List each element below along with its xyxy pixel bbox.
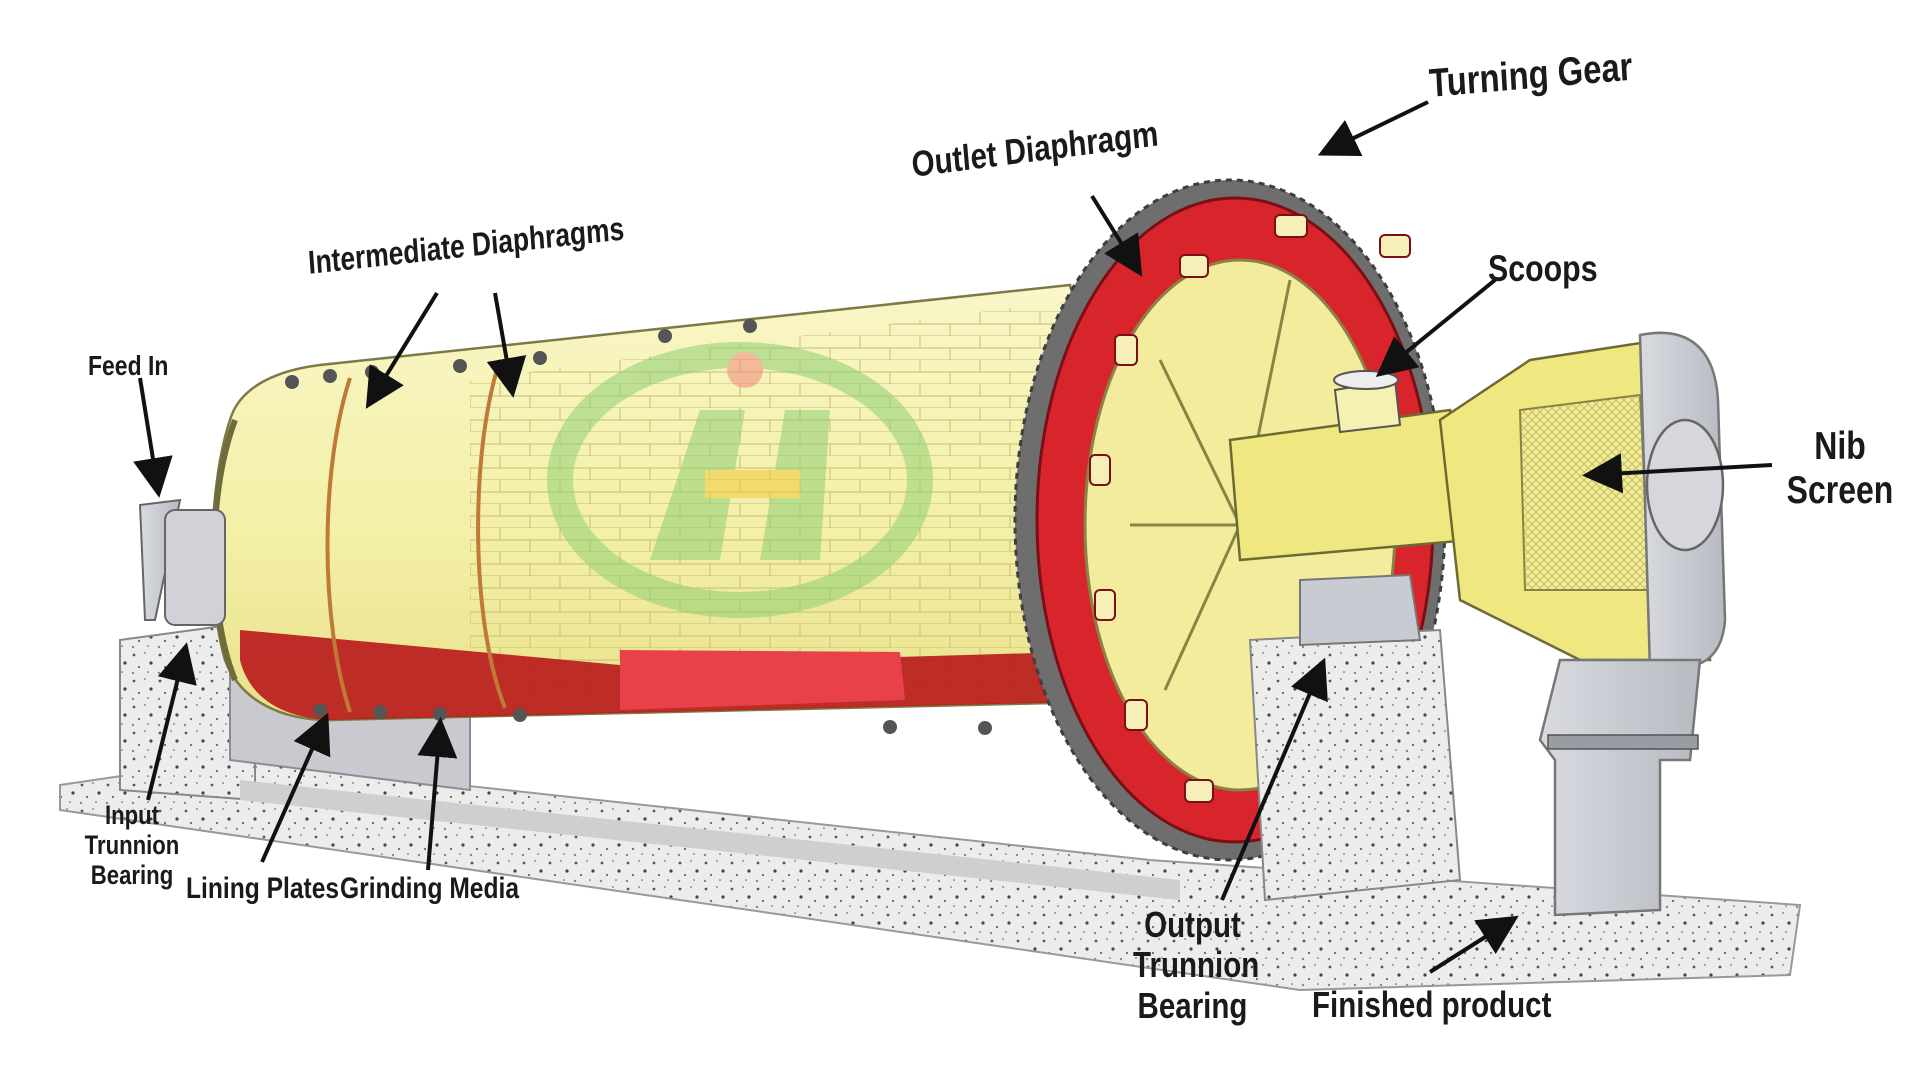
input-trunnion xyxy=(164,509,226,626)
watermark-logo xyxy=(547,342,933,618)
label-nib-screen: Nib Screen xyxy=(1786,425,1894,512)
chute-flange xyxy=(1547,734,1699,750)
label-grinding-media: Grinding Media xyxy=(340,872,520,905)
diaphragm-spokes xyxy=(1130,279,1292,691)
label-feed-in: Feed In xyxy=(88,350,169,381)
discharge-port xyxy=(1645,418,1725,552)
label-lining-plates: Lining Plates xyxy=(186,872,340,905)
intermediate-diaphragm-2 xyxy=(476,359,507,709)
intermediate-diaphragm-1 xyxy=(325,377,352,713)
lining-plate-band xyxy=(620,650,905,710)
shell-shadow xyxy=(240,780,1180,900)
nib-screen-mesh xyxy=(1518,393,1652,591)
gear-window-slots xyxy=(1089,214,1411,803)
label-output-trunnion-bearing: Output Trunnion Bearing xyxy=(1133,904,1260,1026)
label-finished-product: Finished product xyxy=(1312,984,1552,1025)
scoop-cap xyxy=(1333,370,1399,390)
label-leaders xyxy=(133,100,1773,974)
label-scoops: Scoops xyxy=(1488,248,1598,289)
output-bearing-block xyxy=(1299,573,1422,647)
label-input-trunnion-bearing: Input Trunnion Bearing xyxy=(84,800,180,891)
finished-product-chute xyxy=(1538,658,1702,917)
